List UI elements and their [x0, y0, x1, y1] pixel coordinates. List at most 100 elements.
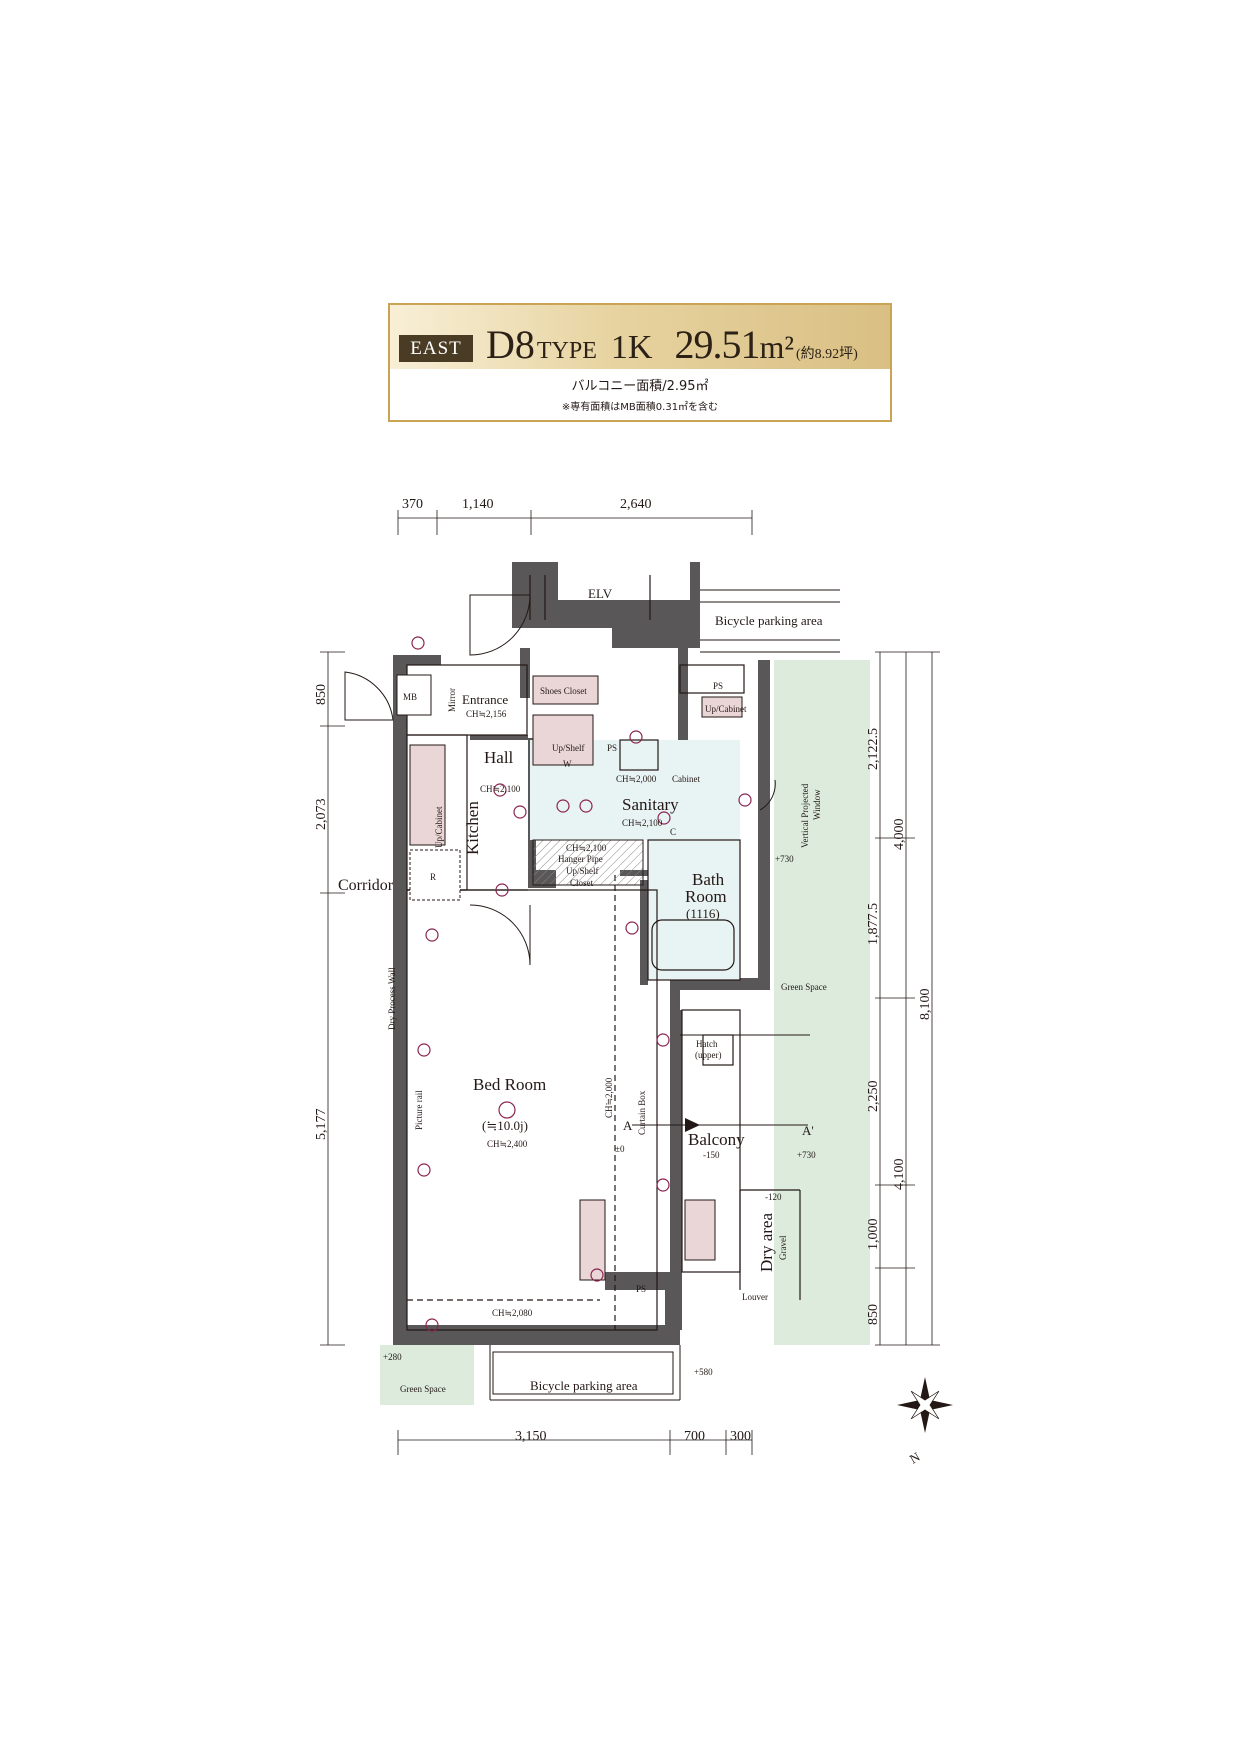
- elv-label: ELV: [588, 586, 613, 601]
- level-mark-4: -150: [703, 1150, 720, 1160]
- shoes-closet-label: Shoes Closet: [540, 686, 587, 696]
- mb-box: [396, 674, 432, 716]
- mirror-label: Mirror: [447, 688, 457, 712]
- ps-label-1: PS: [607, 743, 617, 753]
- header-banner: EAST D8TYPE 1K 29.51m²(約8.92坪): [390, 305, 890, 369]
- bicycle-bottom-label: Bicycle parking area: [530, 1378, 638, 1393]
- hall-ch: CH≒2,100: [480, 784, 521, 794]
- c-mark-label: C: [670, 827, 676, 837]
- dim-top-1: 370: [402, 497, 423, 512]
- layout-label: 1K: [610, 329, 653, 366]
- level-mark-2: +730: [797, 1150, 816, 1160]
- up-shelf-block: [532, 714, 594, 766]
- green-space-label: Green Space: [781, 982, 827, 992]
- header-sub: バルコニー面積/2.95㎡ ※専有面積はMB面積0.31㎡を含む: [390, 375, 890, 413]
- fridge-space: [409, 849, 461, 901]
- hanger-pipe-label: Hanger Pipe: [558, 854, 603, 864]
- curtain-box-label: Curtain Box: [637, 1090, 647, 1135]
- bed-room-ch: CH≒2,400: [487, 1139, 528, 1149]
- ps-label-2: PS: [713, 681, 723, 691]
- kitchen-counter: [409, 744, 446, 846]
- room-label-hall: Hall: [484, 748, 514, 767]
- room-label-bed-room: Bed Room: [473, 1075, 546, 1094]
- bedroom-window-unit: [579, 1199, 606, 1281]
- hatch-upper-label: (upper): [695, 1050, 722, 1060]
- area-unit: m²: [759, 329, 794, 365]
- sanitary-ch: CH≒2,100: [622, 818, 663, 828]
- bicycle-top-label: Bicycle parking area: [715, 613, 823, 628]
- interior-lines: [406, 575, 810, 1331]
- dim-top-3: 2,640: [620, 497, 652, 512]
- bed-room-ch-bottom: CH≒2,080: [492, 1308, 533, 1318]
- louver-label: Louver: [742, 1292, 768, 1302]
- dim-left-1: 850: [314, 684, 329, 705]
- surrounding-outlines: [489, 589, 840, 1401]
- closet-shelf-label: Up/Shelf: [566, 866, 599, 876]
- area-note: ※専有面積はMB面積0.31㎡を含む: [561, 402, 719, 413]
- tsubo-value: (約8.92坪): [795, 347, 858, 362]
- compass-rose-icon: N: [897, 1377, 953, 1467]
- cabinet-ch: CH≒2,000: [616, 774, 657, 784]
- section-a-label: A: [623, 1118, 633, 1133]
- dim-right-outer: 8,100: [918, 989, 933, 1021]
- level-mark-6: +280: [383, 1352, 402, 1362]
- dim-right-inner-3: 2,250: [866, 1081, 881, 1113]
- room-label-bath-1: Bath: [692, 870, 725, 889]
- bed-room-size: (≒10.0j): [482, 1118, 528, 1133]
- bath-room-size: (1116): [686, 906, 720, 921]
- room-label-kitchen: Kitchen: [463, 801, 482, 855]
- building-walls: [393, 562, 770, 1345]
- room-label-sanitary: Sanitary: [622, 795, 679, 814]
- up-cabinet-label-2: Up/Cabinet: [434, 806, 444, 848]
- ps-label-3: PS: [636, 1284, 646, 1294]
- dim-bottom-2: 700: [684, 1429, 705, 1444]
- type-label: TYPE: [536, 338, 597, 364]
- dim-right-inner-2: 1,877.5: [866, 903, 881, 945]
- room-label-bath-2: Room: [685, 887, 727, 906]
- w-label: W: [563, 759, 572, 769]
- area-value: 29.51: [674, 322, 760, 367]
- closet-ch: CH≒2,100: [566, 843, 607, 853]
- dim-left-2: 2,073: [314, 799, 329, 831]
- side-badge: EAST: [399, 335, 473, 362]
- dim-right-inner-5: 850: [866, 1304, 881, 1325]
- type-code: D8: [486, 322, 535, 367]
- green-space-area: [774, 660, 870, 1345]
- dimension-lines: [320, 510, 940, 1455]
- room-label-entrance: Entrance: [462, 692, 508, 707]
- vertical-window-label-1: Vertical Projected: [800, 783, 810, 848]
- dim-left-3: 5,177: [314, 1109, 329, 1141]
- level-mark-5: -120: [765, 1192, 782, 1202]
- section-a-prime-label: A': [802, 1123, 814, 1138]
- plan-header: EAST D8TYPE 1K 29.51m²(約8.92坪) バルコニー面積/2.9…: [388, 303, 892, 422]
- shoes-closet-block: [532, 675, 599, 705]
- dim-right-inner-1: 2,122.5: [866, 728, 881, 770]
- mb-label: MB: [403, 692, 417, 702]
- room-label-corridor: Corridor: [338, 877, 394, 894]
- bath-floor: [648, 840, 740, 980]
- type-line: D8TYPE 1K 29.51m²(約8.92坪): [486, 321, 858, 367]
- dim-top-2: 1,140: [462, 497, 494, 512]
- curtain-ch-label: CH≒2,000: [604, 1077, 614, 1118]
- level-mark-1: +730: [775, 854, 794, 864]
- r-mark-label: R: [430, 872, 436, 882]
- balcony-ac-unit: [684, 1199, 716, 1261]
- door-swings: [344, 594, 776, 966]
- gravel-label: Gravel: [778, 1235, 788, 1260]
- dim-right-mid-1: 4,000: [892, 819, 907, 851]
- picture-rail-label: Picture rail: [414, 1090, 424, 1130]
- closet-label: Closet: [570, 878, 594, 888]
- entrance-ch: CH≒2,156: [466, 709, 507, 719]
- vertical-window-label-2: Window: [812, 789, 822, 820]
- balcony-area: バルコニー面積/2.95㎡: [571, 379, 709, 394]
- closet-block: [532, 839, 644, 886]
- section-arrow: [685, 1118, 700, 1132]
- dry-process-wall-label: Dry Process Wall: [387, 967, 397, 1030]
- hatch-label: Hatch: [696, 1039, 718, 1049]
- level-mark-7: +580: [694, 1367, 713, 1377]
- svg-text:N: N: [907, 1449, 923, 1467]
- up-cabinet-label-1: Up/Cabinet: [705, 704, 747, 714]
- outlet-symbols: [411, 636, 752, 1332]
- dim-right-mid-2: 4,100: [892, 1159, 907, 1191]
- cabinet-block: [701, 696, 743, 718]
